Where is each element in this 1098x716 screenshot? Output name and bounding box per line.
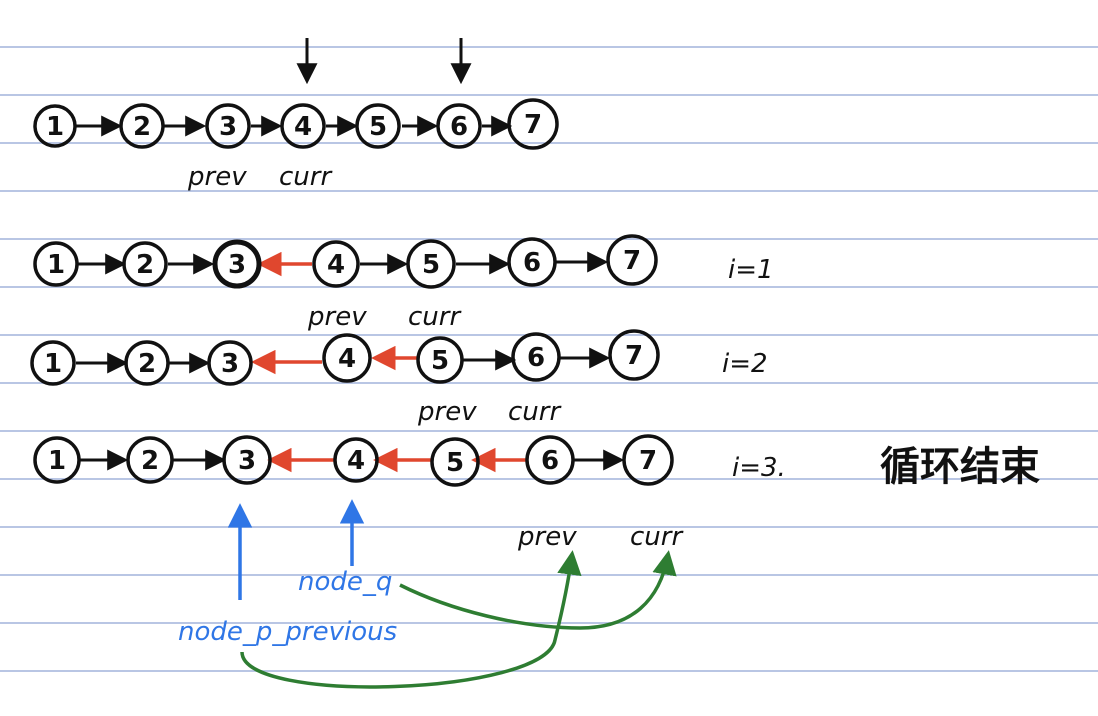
curr-label: curr: [408, 302, 462, 332]
svg-text:2: 2: [136, 250, 154, 280]
loop-end-text: 循环结束: [880, 444, 1040, 490]
list-node: 5: [430, 437, 480, 487]
svg-text:7: 7: [524, 110, 542, 140]
row-1: 1 2 3 4 5 6 7 prev curr: [33, 38, 559, 192]
list-node: 6: [507, 237, 557, 287]
list-node: 2: [122, 241, 168, 287]
svg-text:3: 3: [238, 446, 256, 476]
prev-label: prev: [517, 522, 577, 552]
prev-label: prev: [417, 397, 477, 427]
row-3: 1 2 3 4 5 6 7 i=2 prev curr: [30, 329, 768, 427]
svg-text:2: 2: [141, 446, 159, 476]
green-curve-node-p-previous-to-prev: [240, 550, 582, 689]
svg-text:1: 1: [47, 250, 65, 280]
curr-label: curr: [279, 162, 333, 192]
prev-label: prev: [187, 162, 247, 192]
svg-text:5: 5: [369, 112, 387, 142]
list-node: 6: [525, 435, 575, 485]
list-node: 7: [622, 434, 674, 486]
svg-text:5: 5: [422, 250, 440, 280]
svg-text:6: 6: [523, 248, 541, 278]
svg-text:4: 4: [338, 344, 356, 374]
list-node: 2: [119, 103, 165, 149]
list-node: 4: [280, 103, 326, 149]
list-node: 7: [608, 329, 660, 381]
prev-label: prev: [307, 302, 367, 332]
svg-text:4: 4: [327, 250, 345, 280]
list-node: 5: [355, 103, 401, 149]
node-p-previous-label: node_p_previous: [178, 617, 397, 647]
svg-text:2: 2: [133, 112, 151, 142]
list-node: 1: [33, 104, 77, 148]
svg-text:3: 3: [228, 250, 246, 280]
svg-text:6: 6: [541, 446, 559, 476]
svg-text:2: 2: [138, 349, 156, 379]
iteration-label: i=1: [728, 255, 774, 285]
iteration-label: i=3.: [732, 453, 786, 483]
green-curve-node-q-to-curr: [399, 550, 677, 630]
list-node: 2: [124, 340, 170, 386]
svg-text:5: 5: [431, 346, 449, 376]
list-node: 5: [416, 336, 464, 384]
row-2: 1 2 3 4 5 6 7 i=1 prev curr: [33, 234, 774, 332]
svg-text:7: 7: [625, 341, 643, 371]
list-node: 3: [207, 340, 253, 386]
svg-text:1: 1: [46, 112, 64, 142]
list-node: 6: [436, 103, 482, 149]
svg-text:6: 6: [527, 343, 545, 373]
svg-text:4: 4: [347, 446, 365, 476]
svg-text:4: 4: [294, 112, 312, 142]
list-node: 1: [33, 241, 79, 287]
svg-text:3: 3: [221, 349, 239, 379]
curr-label: curr: [630, 522, 684, 552]
row-4: 1 2 3 4 5 6 7 i=3. 循环结束 prev curr: [33, 434, 1040, 552]
iteration-label: i=2: [722, 349, 768, 379]
svg-text:1: 1: [44, 349, 62, 379]
node-q-label: node_q: [298, 567, 392, 597]
list-node: 3: [205, 103, 251, 149]
list-node: 3: [212, 239, 262, 289]
list-node: 2: [126, 436, 174, 484]
list-node: 5: [406, 239, 456, 289]
svg-text:7: 7: [623, 246, 641, 276]
svg-text:6: 6: [450, 112, 468, 142]
svg-text:3: 3: [219, 112, 237, 142]
list-node: 1: [33, 436, 81, 484]
list-node: 7: [507, 98, 559, 150]
svg-text:7: 7: [639, 446, 657, 476]
bottom-annotations: node_q node_p_previous: [178, 499, 677, 689]
list-node: 6: [511, 332, 561, 382]
list-node: 1: [30, 340, 76, 386]
curr-label: curr: [508, 397, 562, 427]
list-node: 4: [312, 240, 360, 288]
list-node: 4: [333, 437, 379, 483]
list-node: 7: [606, 234, 658, 286]
svg-text:5: 5: [446, 448, 464, 478]
svg-text:1: 1: [48, 446, 66, 476]
list-node: 3: [222, 435, 272, 485]
list-node: 4: [322, 333, 372, 383]
